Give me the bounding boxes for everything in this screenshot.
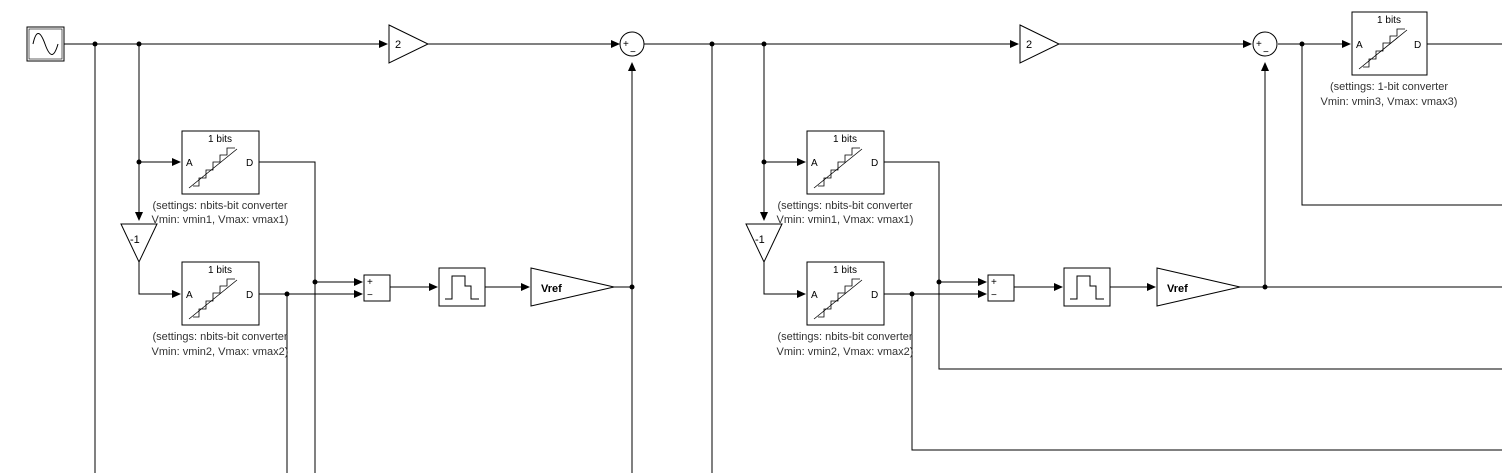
sum-circle[interactable]: + − bbox=[1252, 31, 1278, 58]
adc-block-final[interactable]: 1 bits A D bbox=[1351, 11, 1428, 76]
gain-neg1-block[interactable]: -1 bbox=[745, 223, 783, 264]
wire-inverter-to-adc-bottom bbox=[138, 262, 181, 298]
gain-label: -1 bbox=[755, 234, 765, 246]
sum-minus-label: − bbox=[991, 290, 997, 301]
adc-bits-label: 1 bits bbox=[208, 134, 232, 145]
gain-label: 2 bbox=[1026, 39, 1032, 51]
wire-adc-bottom-out bbox=[911, 294, 1502, 451]
sum-minus-label: − bbox=[367, 290, 373, 301]
sum-plus-label: + bbox=[367, 277, 373, 288]
sum-minus-label: − bbox=[630, 47, 636, 58]
vref-label: Vref bbox=[541, 283, 562, 295]
port-d-label: D bbox=[246, 158, 253, 169]
port-a-label: A bbox=[186, 290, 193, 301]
sine-wave-icon bbox=[32, 33, 59, 55]
sum-plus-label: + bbox=[1256, 39, 1262, 50]
adc-final-caption-line1: (settings: 1-bit converter bbox=[1330, 81, 1448, 93]
staircase-adc-icon bbox=[1358, 28, 1408, 70]
gain-2-block[interactable]: 2 bbox=[388, 24, 430, 64]
sum-plus-label: + bbox=[623, 39, 629, 50]
staircase-adc-icon bbox=[813, 147, 863, 189]
adc-top-caption-line1: (settings: nbits-bit converter bbox=[777, 200, 912, 212]
wire-adc-top-out bbox=[259, 161, 316, 473]
pulse-logic-icon bbox=[1070, 275, 1104, 300]
staircase-adc-icon bbox=[188, 278, 238, 320]
sum-block-small[interactable]: + − bbox=[987, 274, 1015, 302]
stage-2: 2 -1 1 bits A D (settings: nbits-bit con… bbox=[644, 11, 1502, 473]
gain-label: 2 bbox=[395, 39, 401, 51]
pulse-logic-icon bbox=[445, 275, 479, 300]
adc-block-bottom[interactable]: 1 bits A D bbox=[806, 261, 885, 326]
staircase-adc-icon bbox=[813, 278, 863, 320]
port-a-label: A bbox=[811, 290, 818, 301]
adc-bits-label: 1 bits bbox=[833, 265, 857, 276]
adc-bottom-caption-line1: (settings: nbits-bit converter bbox=[777, 331, 912, 343]
port-a-label: A bbox=[1356, 40, 1363, 51]
staircase-adc-icon bbox=[188, 147, 238, 189]
wire-adc-top-out bbox=[884, 161, 1502, 370]
port-d-label: D bbox=[871, 290, 878, 301]
sum-circle[interactable]: + − bbox=[619, 31, 645, 58]
sum-plus-label: + bbox=[991, 277, 997, 288]
adc-block-top[interactable]: 1 bits A D bbox=[806, 130, 885, 195]
wire-residue-branch bbox=[1301, 44, 1502, 206]
vref-gain-block[interactable]: Vref bbox=[530, 267, 615, 307]
port-d-label: D bbox=[1414, 40, 1421, 51]
wire-inverter-to-adc-bottom bbox=[763, 262, 806, 298]
vref-gain-block[interactable]: Vref bbox=[1156, 267, 1241, 307]
adc-bottom-caption-line1: (settings: nbits-bit converter bbox=[152, 331, 287, 343]
logic-block[interactable] bbox=[438, 267, 486, 307]
adc-bottom-caption-line2: Vmin: vmin2, Vmax: vmax2) bbox=[777, 346, 914, 358]
port-a-label: A bbox=[811, 158, 818, 169]
vref-label: Vref bbox=[1167, 283, 1188, 295]
adc-bits-label: 1 bits bbox=[208, 265, 232, 276]
gain-label: -1 bbox=[130, 234, 140, 246]
sum-block-small[interactable]: + − bbox=[363, 274, 391, 302]
junction-dots bbox=[92, 41, 635, 297]
adc-top-caption-line1: (settings: nbits-bit converter bbox=[152, 200, 287, 212]
gain-neg1-block[interactable]: -1 bbox=[120, 223, 158, 264]
sum-minus-label: − bbox=[1263, 47, 1269, 58]
adc-bits-label: 1 bits bbox=[833, 134, 857, 145]
adc-top-caption-line2: Vmin: vmin1, Vmax: vmax1) bbox=[777, 214, 914, 226]
adc-block-top[interactable]: 1 bits A D bbox=[181, 130, 260, 195]
adc-bottom-caption-line2: Vmin: vmin2, Vmax: vmax2) bbox=[152, 346, 289, 358]
port-d-label: D bbox=[246, 290, 253, 301]
port-d-label: D bbox=[871, 158, 878, 169]
gain-2-block[interactable]: 2 bbox=[1019, 24, 1061, 64]
adc-block-bottom[interactable]: 1 bits A D bbox=[181, 261, 260, 326]
adc-top-caption-line2: Vmin: vmin1, Vmax: vmax1) bbox=[152, 214, 289, 226]
adc-bits-label: 1 bits bbox=[1377, 15, 1401, 26]
adc-final-caption-line2: Vmin: vmin3, Vmax: vmax3) bbox=[1321, 96, 1458, 108]
sine-source-block[interactable] bbox=[26, 26, 65, 62]
port-a-label: A bbox=[186, 158, 193, 169]
stage-1: 2 -1 1 bits A D (settings: nbits-bit con… bbox=[26, 24, 645, 473]
junction-dots bbox=[709, 41, 1305, 297]
logic-block[interactable] bbox=[1063, 267, 1111, 307]
